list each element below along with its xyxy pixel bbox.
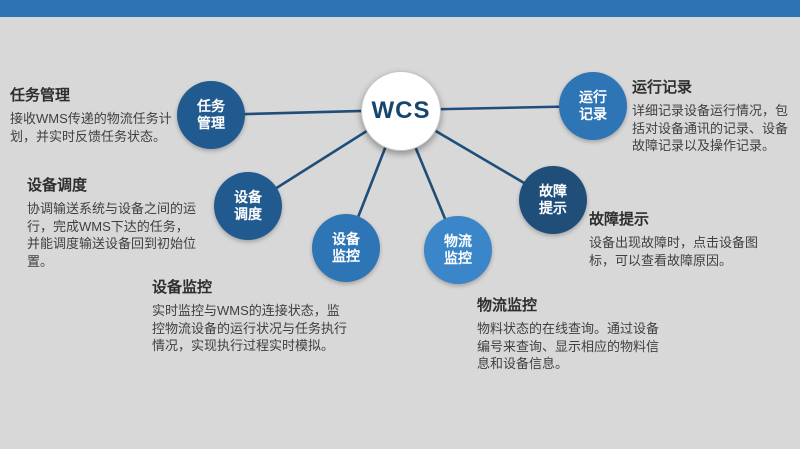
desc-title: 物流监控 (477, 297, 538, 314)
desc-text: 实时监控与WMS的连接状态，监控物流设备的运行状况与任务执行情况，实现执行过程实… (152, 303, 348, 354)
center-node-wcs: WCS (361, 71, 441, 151)
node-device-monitoring: 设备 监控 (312, 214, 380, 282)
desc-block-task-management: 任务管理 接收WMS传递的物流任务计划，并实时反馈任务状态。 (10, 84, 176, 145)
node-label-line: 运行 (579, 88, 607, 105)
center-node-label: WCS (371, 97, 431, 124)
desc-title: 运行记录 (632, 79, 693, 96)
node-label-line: 管理 (197, 115, 225, 131)
desc-text: 设备出现故障时，点击设备图标，可以查看故障原因。 (589, 235, 759, 268)
node-logistics-monitoring: 物流 监控 (424, 216, 492, 284)
node-label-line: 监控 (444, 250, 472, 266)
node-operation-record: 运行 记录 (559, 72, 627, 140)
node-label-line: 记录 (579, 106, 607, 122)
node-label-line: 设备 (234, 188, 262, 205)
desc-text: 接收WMS传递的物流任务计划，并实时反馈任务状态。 (10, 111, 172, 144)
node-label-line: 设备 (332, 230, 360, 247)
desc-title: 任务管理 (10, 87, 71, 104)
desc-text: 详细记录设备运行情况，包括对设备通讯的记录、设备故障记录以及操作记录。 (632, 103, 789, 154)
node-label-line: 物流 (444, 232, 472, 249)
top-accent-bar (0, 0, 800, 17)
desc-block-device-monitoring: 设备监控 实时监控与WMS的连接状态，监控物流设备的运行状况与任务执行情况，实现… (152, 276, 350, 355)
node-task-management: 任务 管理 (177, 81, 245, 149)
node-fault-alert: 故障 提示 (519, 166, 587, 234)
desc-block-logistics-monitoring: 物流监控 物料状态的在线查询。通过设备编号来查询、显示相应的物料信息和设备信息。 (477, 294, 667, 373)
desc-title: 故障提示 (589, 211, 650, 228)
desc-title: 设备监控 (152, 279, 213, 296)
desc-title: 设备调度 (27, 177, 88, 194)
node-label-line: 任务 (197, 97, 225, 114)
desc-block-device-scheduling: 设备调度 协调输送系统与设备之间的运行，完成WMS下达的任务，并能调度输送设备回… (27, 174, 199, 270)
node-label-line: 故障 (539, 182, 567, 199)
desc-block-fault-alert: 故障提示 设备出现故障时，点击设备图标，可以查看故障原因。 (589, 208, 765, 269)
desc-text: 物料状态的在线查询。通过设备编号来查询、显示相应的物料信息和设备信息。 (477, 321, 660, 372)
node-label-line: 调度 (234, 206, 262, 222)
node-label-line: 提示 (539, 200, 567, 216)
desc-text: 协调输送系统与设备之间的运行，完成WMS下达的任务，并能调度输送设备回到初始位置… (27, 201, 197, 269)
node-label-line: 监控 (332, 248, 360, 264)
node-device-scheduling: 设备 调度 (214, 172, 282, 240)
desc-block-operation-record: 运行记录 详细记录设备运行情况，包括对设备通讯的记录、设备故障记录以及操作记录。 (632, 76, 794, 155)
